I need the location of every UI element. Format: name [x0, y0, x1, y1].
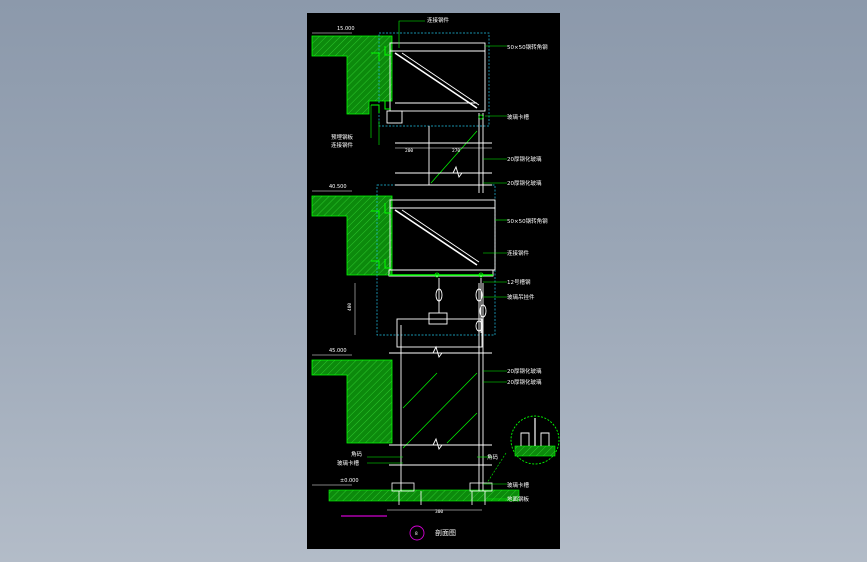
- mid-bracket: [388, 199, 496, 277]
- section-drawing: 15.000 40.500 45.000 ±0.000 连接钢件 50×50钢转…: [311, 16, 560, 541]
- glass-diagonals: [402, 130, 478, 449]
- label-glass-20-2: 20厚钢化玻璃: [507, 179, 542, 187]
- dim-4: 300: [435, 509, 443, 515]
- label-angle-code-left: 角码: [351, 450, 363, 458]
- hanger-clips: [434, 114, 484, 278]
- label-glass-hanger: 玻璃吊挂件: [507, 293, 535, 301]
- label-connector-left: 连接钢件: [331, 141, 354, 149]
- label-glass-clip-right: 玻璃卡槽: [507, 481, 530, 489]
- drawing-title: 剖面图: [435, 528, 456, 537]
- ground-floor-hatch: [328, 489, 520, 502]
- glass-hanger-assembly: [396, 278, 487, 348]
- dimension-lines: [354, 147, 492, 511]
- floor-clips: [391, 482, 493, 505]
- level-top: 15.000: [337, 26, 355, 32]
- label-glass-20-3: 20厚钢化玻璃: [507, 367, 542, 375]
- label-angle-code-right: 角码: [487, 453, 499, 461]
- label-glass-clip-left: 玻璃卡槽: [337, 459, 360, 467]
- mid-connectors: [371, 203, 493, 276]
- level-markers: [312, 32, 352, 486]
- dim-1: 200: [405, 148, 413, 154]
- level-mid: 40.500: [329, 184, 347, 190]
- concrete-slab-lower: [311, 359, 393, 444]
- dim-2: 270: [452, 148, 460, 154]
- label-connector-top: 连接钢件: [427, 16, 450, 24]
- label-channel-12: 12号槽钢: [507, 278, 531, 286]
- label-embed-plate: 预埋钢板: [331, 133, 354, 141]
- concrete-slab-top: [311, 35, 393, 115]
- label-glass-20-1: 20厚钢化玻璃: [507, 155, 542, 163]
- break-lines: [389, 142, 492, 466]
- label-steel-angle-2: 50×50钢转角钢: [507, 217, 548, 225]
- label-connector-2: 连接钢件: [507, 249, 530, 257]
- title-number-circle: [409, 525, 425, 541]
- label-glass-clip-1: 玻璃卡槽: [507, 113, 530, 121]
- title-number: 8: [415, 531, 418, 537]
- dim-3: 400: [347, 303, 353, 311]
- label-steel-angle-1: 50×50钢转角钢: [507, 43, 548, 51]
- label-glass-20-4: 20厚钢化玻璃: [507, 378, 542, 386]
- cad-drawing-sheet: 15.000 40.500 45.000 ±0.000 连接钢件 50×50钢转…: [307, 13, 560, 549]
- upper-bracket: [386, 42, 486, 124]
- detail-callout: [486, 415, 560, 484]
- glass-panes: [400, 113, 484, 491]
- concrete-slab-mid: [311, 195, 393, 276]
- level-ground: ±0.000: [340, 478, 359, 484]
- label-floor-plate: 地面钢板: [507, 495, 530, 503]
- leader-lines: [367, 20, 507, 500]
- upper-connectors: [371, 46, 391, 113]
- level-lower: 45.000: [329, 348, 347, 354]
